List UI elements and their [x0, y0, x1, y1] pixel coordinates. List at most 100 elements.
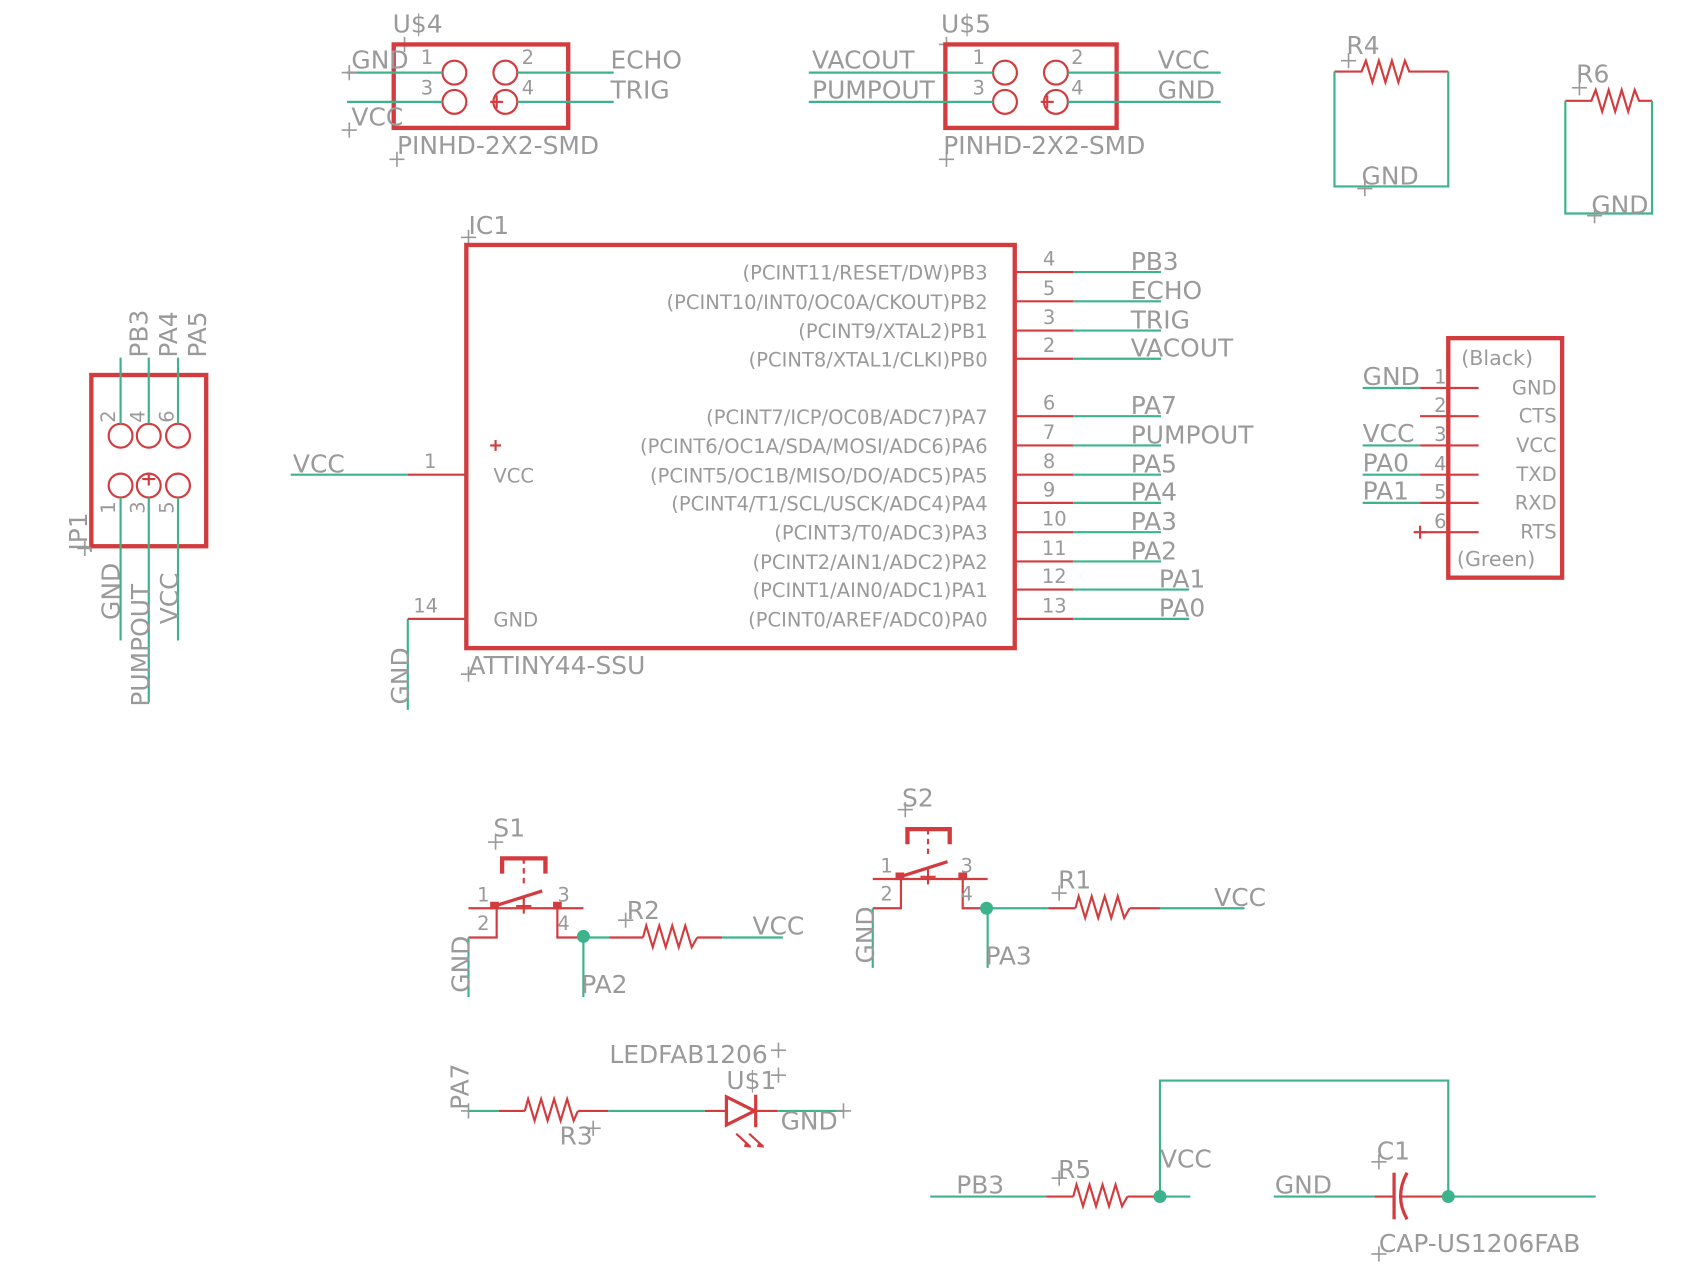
net-label[interactable]: PA0 [1159, 594, 1205, 623]
net-label[interactable]: PA5 [183, 311, 212, 357]
net-label[interactable]: PA7 [1131, 391, 1177, 420]
pad-3[interactable] [991, 88, 1018, 115]
net-label[interactable]: VCC [752, 911, 804, 940]
net-label[interactable]: GND [1362, 161, 1419, 190]
header-jp1[interactable]: 2 4 6 1 3 5 PB3 PA4 PA5 GND PUMPOUT VCC … [64, 310, 212, 707]
header-us4[interactable]: U$4 1 2 3 4 GND VCC ECHO TRIG PINHD-2X2-… [340, 10, 682, 168]
net-label[interactable]: PB3 [1131, 247, 1179, 276]
net-label[interactable]: PA4 [154, 311, 183, 357]
capacitor-c1[interactable]: C1 CAP-US1206FAB [1370, 1137, 1580, 1263]
net-label[interactable]: VACOUT [812, 45, 915, 74]
net-label[interactable]: PA2 [581, 970, 627, 999]
net-label[interactable]: PA4 [1131, 478, 1177, 507]
net-label[interactable]: GND [1591, 191, 1648, 220]
pad-6[interactable] [165, 422, 192, 449]
led-us1[interactable]: LEDFAB1206 U$1 [609, 1040, 787, 1148]
net-label[interactable]: VCC [1160, 1144, 1212, 1173]
net-label[interactable]: PA1 [1159, 564, 1205, 593]
pad-1[interactable] [107, 472, 134, 499]
resistor-r3[interactable]: R3 [498, 1095, 609, 1151]
net-label[interactable]: PUMPOUT [1131, 420, 1255, 449]
net-label[interactable]: GND [447, 936, 476, 993]
pad-4[interactable] [490, 88, 519, 115]
ic-pin-vcc[interactable]: 1 VCC VCC [290, 450, 534, 488]
net-label[interactable]: VCC [1214, 883, 1266, 912]
net-label[interactable]: VCC [1363, 419, 1415, 448]
pad-3[interactable] [135, 472, 162, 499]
net-label[interactable]: ECHO [1131, 276, 1202, 305]
ic-ic1[interactable]: IC1 1 VCC VCC 14 GND GND 4(PCINT11/RESET… [290, 211, 1255, 710]
net-label[interactable]: TRIG [609, 76, 669, 105]
net-label[interactable]: PA7 [445, 1064, 474, 1110]
net-label[interactable]: VACOUT [1131, 334, 1234, 363]
net-label[interactable]: PA2 [1131, 536, 1177, 565]
net-label[interactable]: TRIG [1130, 305, 1190, 334]
pad-4[interactable] [1040, 88, 1069, 115]
net-label[interactable]: PUMPOUT [812, 76, 936, 105]
net-label[interactable]: VCC [351, 103, 403, 132]
net-label[interactable]: GND [386, 647, 415, 704]
net-label[interactable]: PB3 [125, 310, 154, 358]
net-label[interactable]: VCC [155, 572, 184, 624]
net-label[interactable]: PA5 [1131, 450, 1177, 479]
net-label[interactable]: PA1 [1363, 477, 1409, 506]
net-label[interactable]: GND [97, 563, 126, 620]
header-us5[interactable]: U$5 1 2 3 4 VACOUT PUMPOUT VCC GND PINHD… [808, 10, 1221, 168]
net-label[interactable]: GND [851, 906, 880, 963]
wire[interactable] [1158, 1079, 1450, 1197]
net-label[interactable]: GND [1363, 362, 1420, 391]
net-label[interactable]: GND [351, 45, 408, 74]
net-label[interactable]: PA0 [1363, 448, 1409, 477]
net-label[interactable]: GND [1275, 1170, 1332, 1199]
resistor-r2[interactable]: R2 VCC [609, 896, 804, 952]
net-label[interactable]: VCC [1158, 45, 1210, 74]
pad-4[interactable] [135, 422, 162, 449]
pad-2[interactable] [107, 422, 134, 449]
pad-2[interactable] [1042, 59, 1069, 86]
net-label[interactable]: PUMPOUT [126, 583, 155, 707]
pad-3[interactable] [441, 88, 468, 115]
pad-1[interactable] [991, 59, 1018, 86]
switch-s2[interactable]: S2 1 2 3 4 GND PA3 [851, 783, 1049, 971]
net-label[interactable]: PA3 [1131, 507, 1177, 536]
net-label[interactable]: ECHO [610, 45, 681, 74]
pad-2[interactable] [492, 59, 519, 86]
net-label[interactable]: VCC [293, 450, 345, 479]
net-label[interactable]: GND [781, 1106, 838, 1135]
resistor-r4[interactable]: R4 GND [1333, 31, 1450, 197]
net-label[interactable]: PB3 [956, 1170, 1004, 1199]
led-circuit[interactable]: PA7 R3 LEDFAB1206 U$1 [445, 1040, 852, 1151]
switch-s1[interactable]: S1 1 2 3 4 GND PA2 [447, 814, 628, 999]
decoupling-circuit[interactable]: PB3 R5 VCC GND C1 CAP-US1206FAB [930, 1079, 1596, 1263]
ic-pin-gnd[interactable]: 14 GND GND [386, 594, 538, 710]
wire[interactable] [1564, 100, 1654, 215]
pad-1[interactable] [441, 59, 468, 86]
wire[interactable] [1333, 71, 1450, 188]
net-label[interactable]: PA3 [985, 942, 1031, 971]
resistor-r6[interactable]: R6 GND [1564, 59, 1654, 225]
pad-5[interactable] [165, 472, 192, 499]
resistor-r1[interactable]: R1 VCC [1048, 866, 1266, 922]
net-label[interactable]: GND [1158, 76, 1215, 105]
resistor-r5[interactable]: R5 [1046, 1155, 1160, 1211]
